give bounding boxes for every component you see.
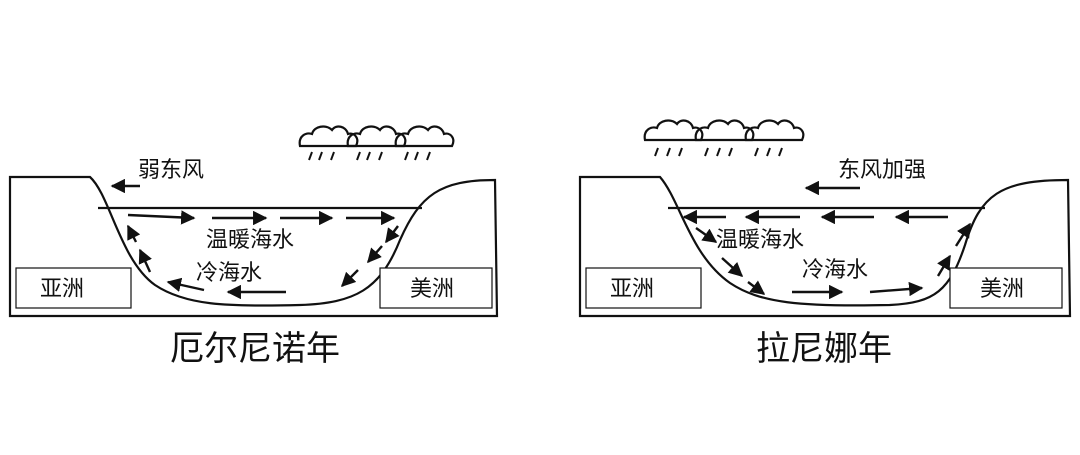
wind-label: 弱东风 bbox=[138, 158, 204, 183]
cloud-icon bbox=[744, 119, 805, 142]
america-box bbox=[379, 267, 493, 309]
deep-current-arrow bbox=[166, 277, 205, 292]
america-box bbox=[949, 267, 1063, 309]
cold-water-label: 冷海水 bbox=[196, 261, 262, 286]
land-and-seabed bbox=[578, 175, 1072, 318]
cloud-icon bbox=[643, 119, 704, 142]
rain-clouds bbox=[643, 119, 805, 157]
cloud-icon bbox=[298, 125, 359, 148]
upwelling-arrow bbox=[936, 254, 952, 277]
upwelling-arrow bbox=[954, 222, 972, 247]
downwelling-arrow bbox=[721, 257, 744, 277]
asia-label: 亚洲 bbox=[610, 277, 654, 302]
rain-streaks bbox=[654, 147, 783, 157]
downwelling-arrow bbox=[367, 245, 383, 264]
upwelling-arrow bbox=[138, 248, 152, 273]
deep-current-arrow bbox=[869, 281, 924, 297]
downwelling-arrow bbox=[340, 269, 359, 288]
asia-box bbox=[15, 267, 132, 309]
land-and-seabed bbox=[8, 175, 499, 318]
america-label: 美洲 bbox=[980, 277, 1024, 302]
america-label: 美洲 bbox=[410, 277, 454, 302]
la-nina-panel: 亚洲 美洲 东风加强 bbox=[578, 119, 1072, 369]
upwelling-arrow bbox=[126, 224, 141, 243]
asia-label: 亚洲 bbox=[40, 277, 84, 302]
downwelling-arrow bbox=[385, 225, 400, 244]
caption: 拉尼娜年 bbox=[756, 329, 892, 369]
downwelling-arrow bbox=[695, 227, 718, 243]
wind-label: 东风加强 bbox=[838, 158, 926, 183]
surface-current-arrow bbox=[127, 210, 196, 225]
cold-water-label: 冷海水 bbox=[802, 258, 868, 283]
rain-streaks bbox=[308, 151, 431, 161]
el-nino-panel: 亚洲 美洲 弱东风 bbox=[8, 125, 499, 369]
warm-water-label: 温暖海水 bbox=[206, 228, 294, 253]
warm-water-label: 温暖海水 bbox=[716, 228, 804, 253]
caption: 厄尔尼诺年 bbox=[170, 329, 340, 369]
rain-clouds bbox=[298, 125, 455, 161]
cloud-icon bbox=[346, 125, 407, 148]
downwelling-arrow bbox=[747, 280, 766, 295]
cloud-icon bbox=[394, 125, 455, 148]
asia-box bbox=[585, 267, 702, 309]
